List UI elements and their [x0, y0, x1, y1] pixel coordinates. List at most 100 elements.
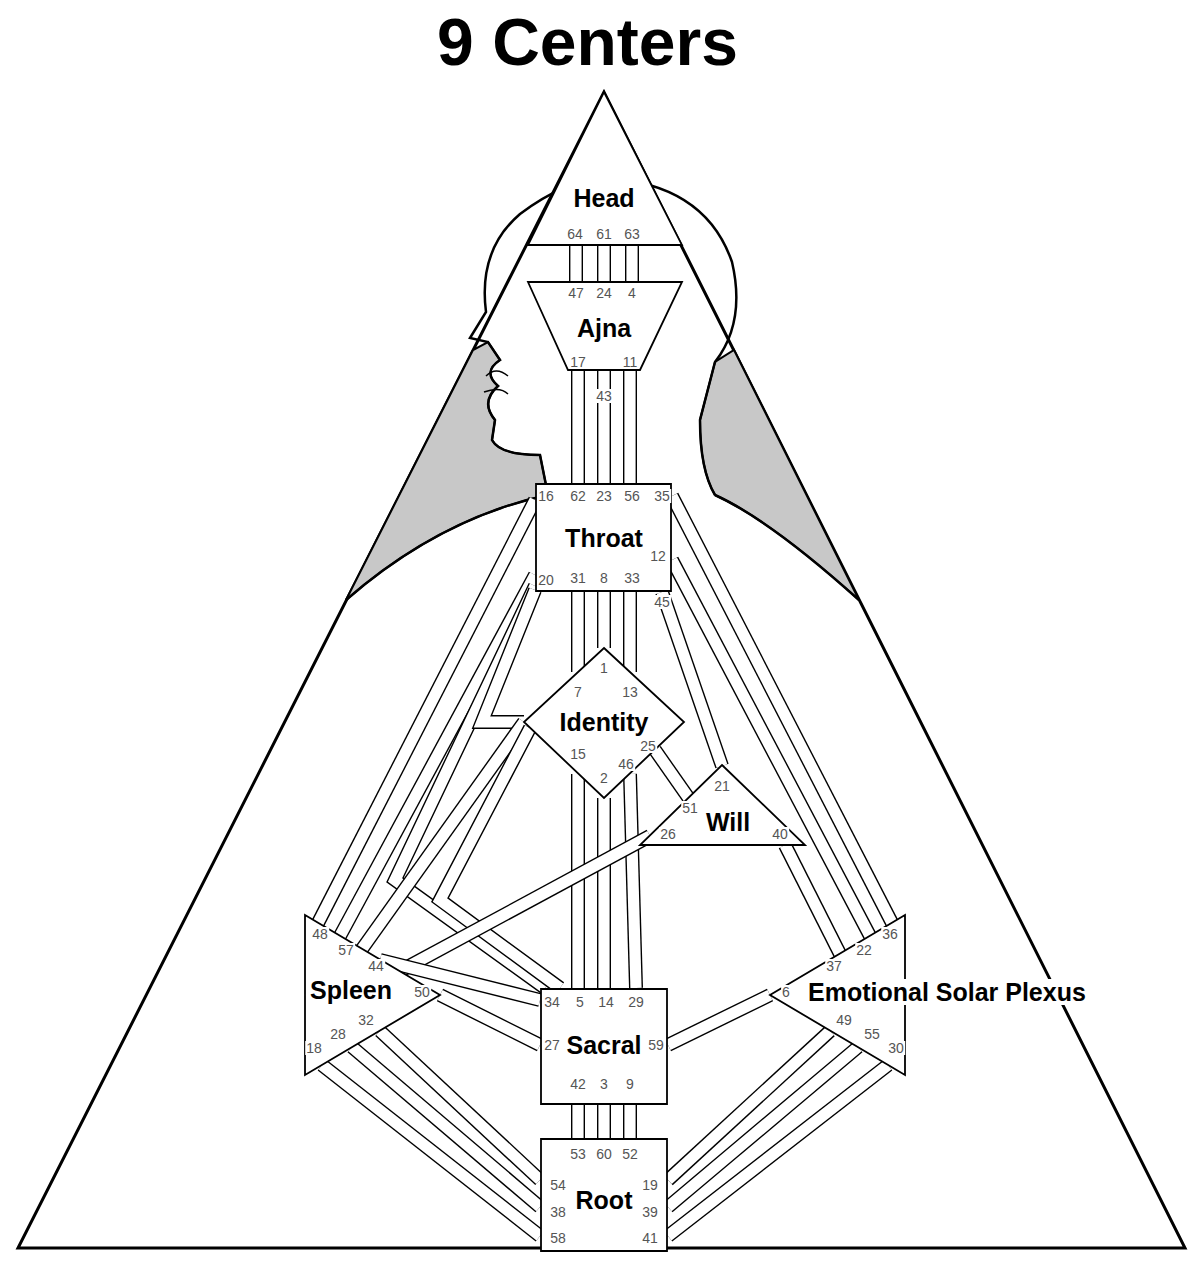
channel	[632, 245, 633, 282]
channel-fill	[785, 845, 840, 954]
channel-outline	[440, 728, 560, 988]
diagram-title: 9 Centers	[0, 6, 1175, 79]
channel-outline	[668, 1031, 830, 1180]
channel	[655, 750, 690, 800]
channel	[604, 245, 605, 282]
gate-number: 13	[621, 685, 639, 699]
gate-number: 2	[599, 771, 609, 785]
channel-outline	[672, 496, 892, 923]
gate-number: 60	[595, 1147, 613, 1161]
channel-outline	[785, 845, 840, 954]
shoulder-shade	[346, 342, 548, 600]
channel	[578, 1105, 579, 1138]
gate-number: 62	[569, 489, 587, 503]
channel	[578, 370, 579, 483]
channel-fill	[572, 1105, 583, 1138]
channel-outline	[597, 592, 611, 648]
channel	[668, 995, 770, 1045]
channel-outline	[625, 245, 639, 282]
gate-number: 4	[627, 286, 637, 300]
gate-number: 22	[855, 943, 873, 957]
channel-outline	[322, 1065, 540, 1236]
gate-number: 64	[566, 227, 584, 241]
channel-fill	[572, 370, 583, 483]
center-shape	[541, 1139, 667, 1251]
channel-outline	[597, 798, 611, 988]
channel-outline	[623, 1105, 637, 1138]
gate-number: 6	[781, 985, 791, 999]
center-name: Throat	[565, 525, 643, 551]
gate-number: 25	[639, 739, 657, 753]
gate-number: 8	[599, 571, 609, 585]
center-shape	[524, 648, 684, 798]
channel-outline	[569, 245, 583, 282]
gate-number: 58	[549, 1231, 567, 1245]
gate-number: 47	[567, 286, 585, 300]
gate-number: 55	[863, 1027, 881, 1041]
gate-number: 23	[595, 489, 613, 503]
channel	[380, 1031, 540, 1180]
center-shape	[305, 915, 440, 1075]
shoulder-shade	[700, 350, 859, 600]
center-name: Root	[576, 1187, 633, 1213]
lips-line	[484, 371, 508, 394]
energy-center: Head	[520, 88, 690, 248]
gate-number: 21	[713, 779, 731, 793]
channel	[630, 774, 636, 988]
center-name: Emotional Solar Plexus	[808, 979, 1086, 1005]
gate-number: 51	[681, 801, 699, 815]
gate-number: 49	[835, 1013, 853, 1027]
gate-number: 34	[543, 995, 561, 1009]
center-shape	[541, 989, 667, 1104]
gate-number: 53	[569, 1147, 587, 1161]
gate-number: 42	[569, 1077, 587, 1091]
channel-outline	[668, 1047, 858, 1207]
gate-number: 16	[537, 489, 555, 503]
channel-outline	[482, 590, 535, 722]
channel-fill	[572, 592, 583, 672]
channel	[482, 590, 535, 722]
channel-outline	[668, 1065, 888, 1236]
gate-number: 41	[641, 1231, 659, 1245]
channel-outline	[655, 750, 690, 800]
channel-outline	[597, 245, 611, 282]
gate-number: 40	[771, 827, 789, 841]
gate-number: 50	[413, 985, 431, 999]
gate-number: 3	[599, 1077, 609, 1091]
gate-number: 43	[595, 389, 613, 403]
channel-fill	[400, 836, 650, 971]
gate-number: 11	[622, 355, 639, 369]
channel-fill	[624, 592, 635, 672]
gate-number: 9	[625, 1077, 635, 1091]
center-name: Head	[573, 185, 634, 211]
channel-fill	[352, 1047, 540, 1207]
channel-fill	[668, 1047, 858, 1207]
channel-fill	[598, 592, 609, 648]
gate-number: 29	[627, 995, 645, 1009]
channel-fill	[668, 995, 770, 1045]
gate-number: 27	[543, 1038, 561, 1052]
channel	[668, 1031, 830, 1180]
channel	[668, 1047, 858, 1207]
gate-number: 46	[617, 757, 635, 771]
center-name: Identity	[560, 709, 649, 735]
gate-number: 59	[647, 1038, 665, 1052]
center-outline	[520, 88, 690, 248]
gate-number: 37	[825, 959, 843, 973]
channel-fill	[626, 245, 637, 282]
center-shape	[528, 92, 682, 245]
channel-fill	[570, 245, 581, 282]
gate-number: 61	[595, 227, 613, 241]
gate-number: 45	[653, 595, 671, 609]
channel	[672, 496, 892, 923]
channel	[578, 592, 579, 672]
channel	[440, 728, 560, 988]
gate-number: 28	[329, 1027, 347, 1041]
channel-fill	[322, 1065, 540, 1236]
center-shape	[536, 484, 671, 591]
channel-outline	[630, 774, 636, 988]
channel-outline	[597, 370, 611, 483]
channel	[400, 836, 650, 971]
channel-outline	[623, 370, 637, 483]
